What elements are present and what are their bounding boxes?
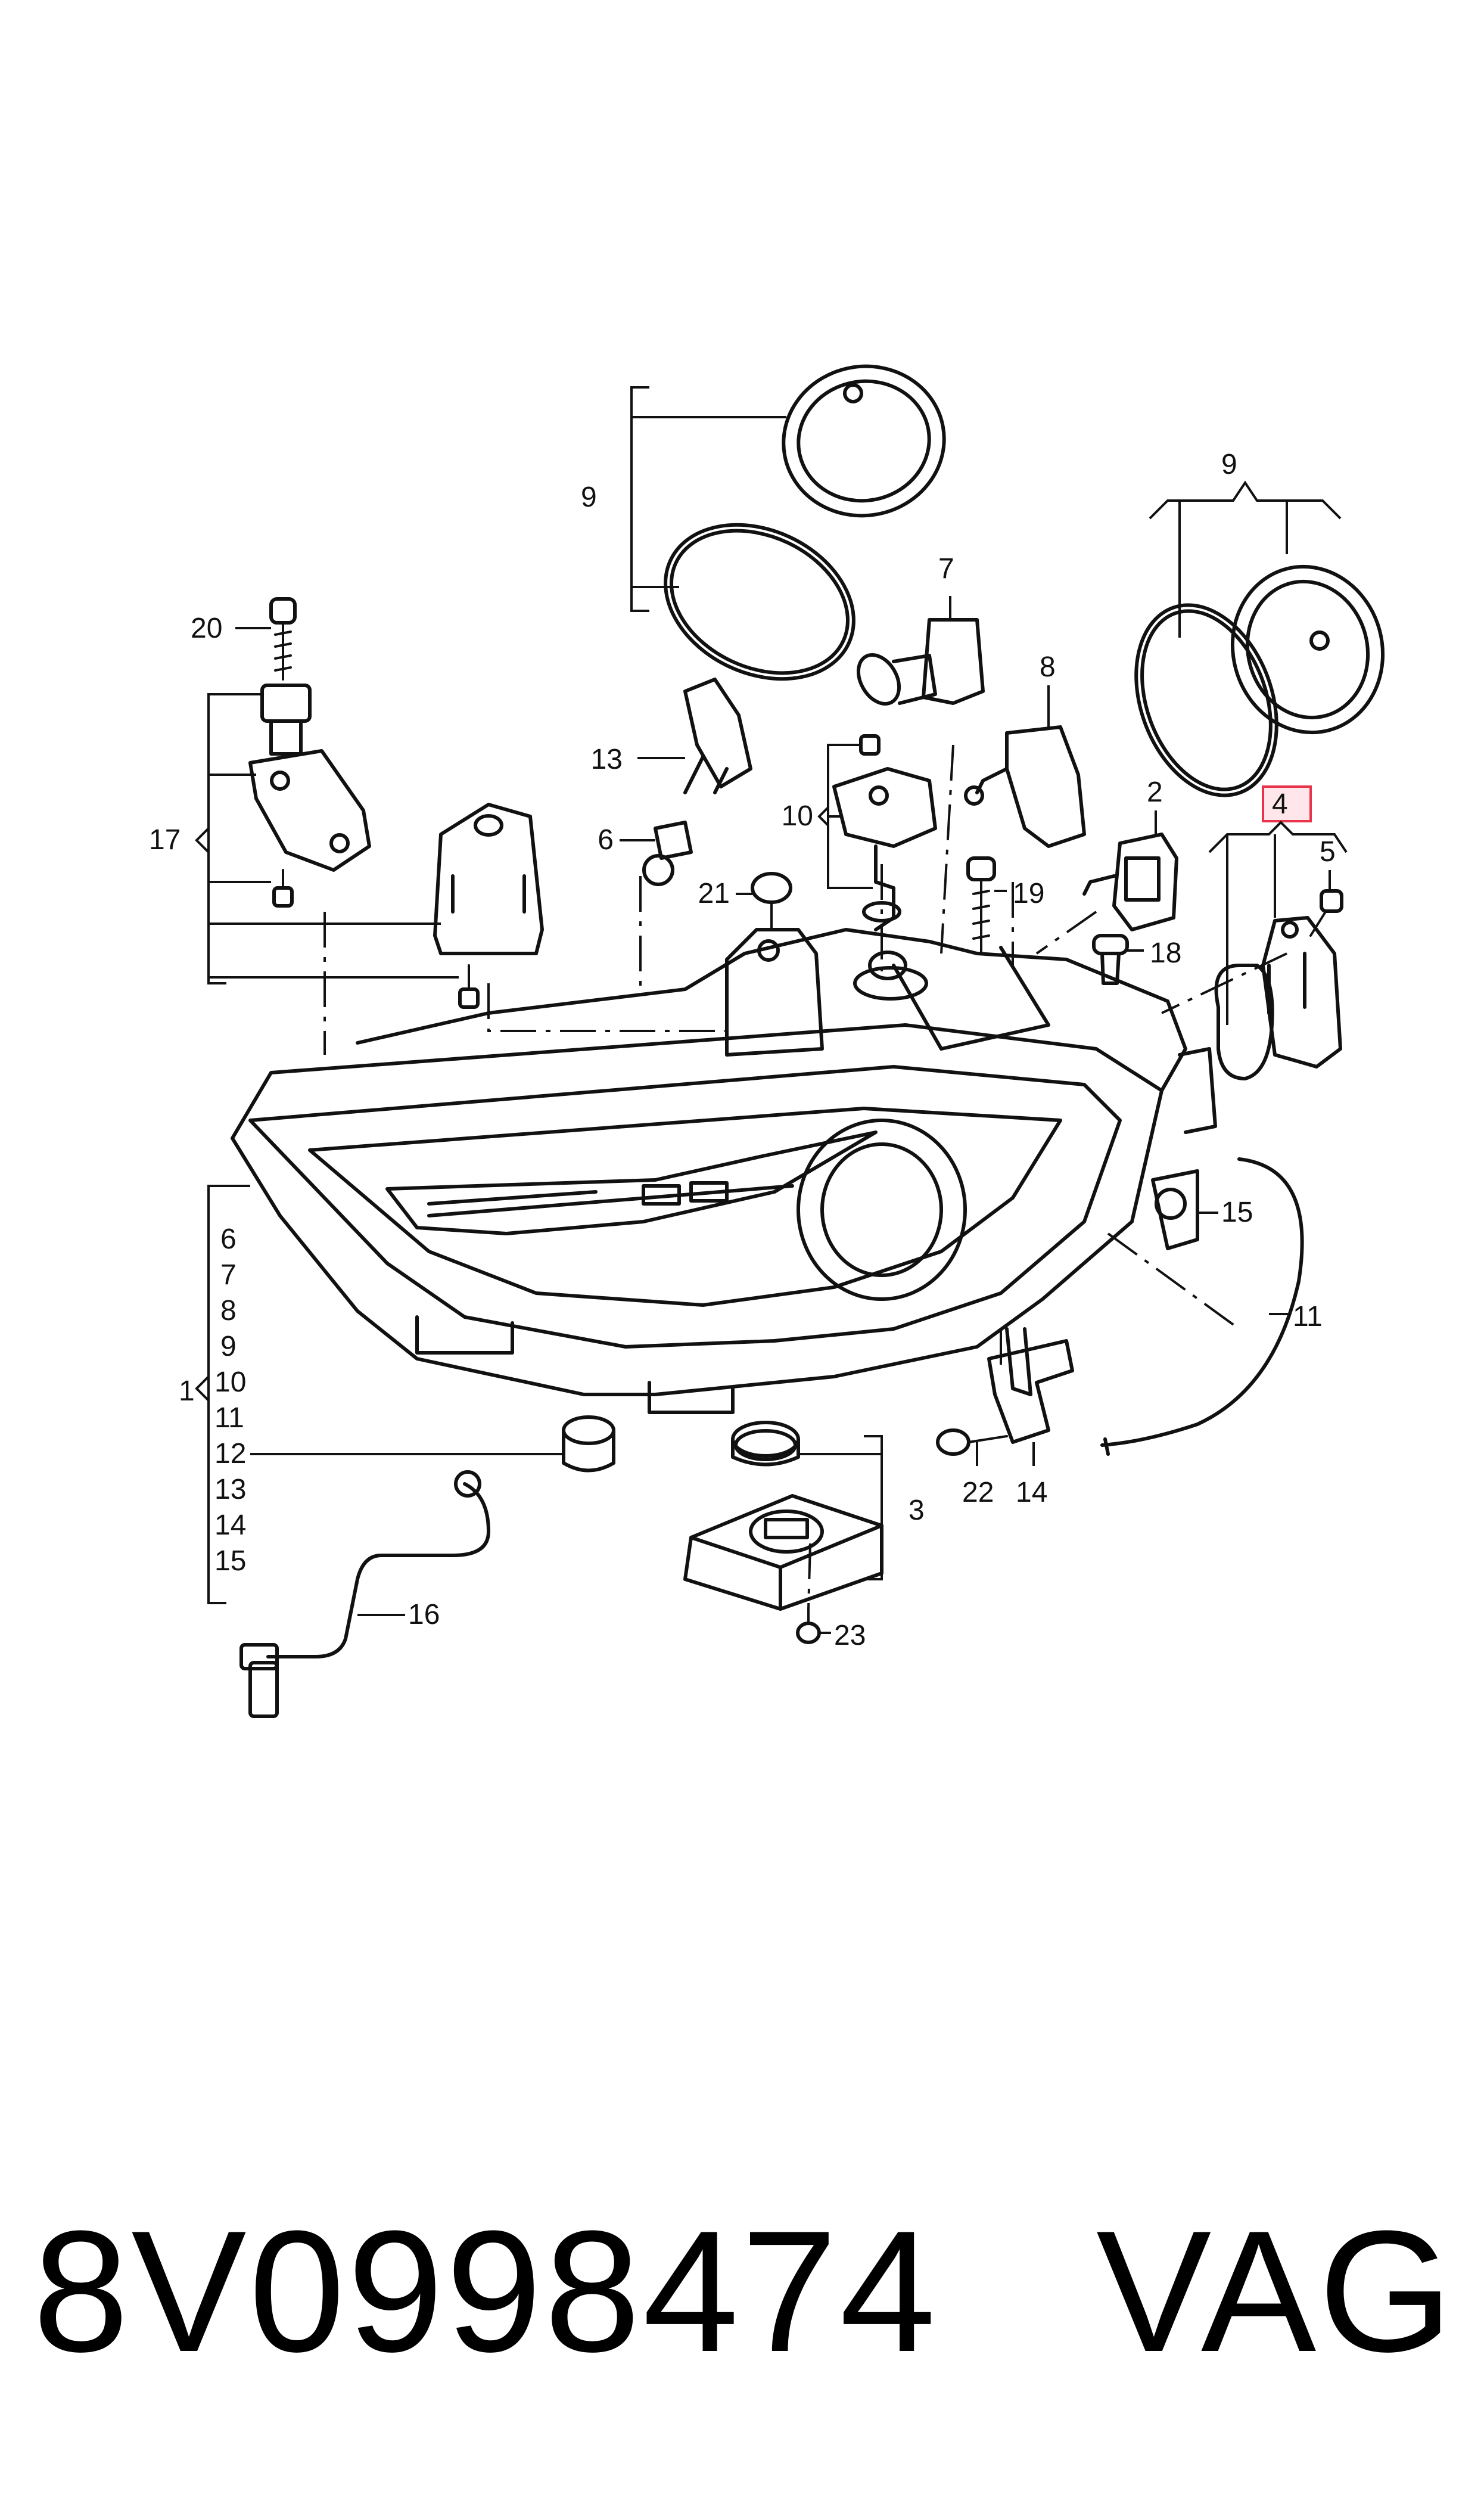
mounting-bracket-center	[725, 928, 824, 1057]
headlight-housing	[231, 928, 1217, 1414]
cover-4	[1214, 785, 1342, 1080]
callout-3: 3	[909, 1495, 925, 1526]
callout-4: 4	[1272, 788, 1288, 820]
screw-21	[751, 872, 792, 931]
ballast-3	[683, 1421, 883, 1611]
screw-5	[1309, 889, 1343, 937]
dash-dot-lines	[323, 744, 1287, 1610]
leveling-motor-10	[832, 734, 937, 1001]
group1-item: 7	[220, 1259, 237, 1291]
callout-21: 21	[698, 878, 730, 909]
callout-8: 8	[1040, 651, 1056, 683]
callout-9-left: 9	[581, 482, 597, 513]
callout-17: 17	[149, 824, 181, 856]
group1-item: 14	[214, 1509, 246, 1541]
callout-6: 6	[598, 824, 614, 856]
callout-1: 1	[179, 1375, 195, 1407]
grommet-12	[562, 1415, 615, 1473]
cover-cap-9-right	[1134, 564, 1385, 797]
callout-22: 22	[962, 1477, 994, 1508]
callout-11: 11	[1293, 1301, 1323, 1333]
bracket-17	[248, 684, 371, 872]
screw-small-left	[272, 869, 480, 1009]
mounting-bracket-left	[433, 803, 544, 955]
callout-15: 15	[1221, 1197, 1253, 1228]
group1-item: 9	[220, 1331, 237, 1362]
socket-13	[683, 678, 752, 794]
callout-23: 23	[834, 1620, 866, 1651]
group1-item: 15	[214, 1545, 246, 1577]
bulb-8	[964, 725, 1086, 848]
cover-cap-9-left	[664, 364, 946, 681]
clip-18	[1092, 934, 1129, 985]
screw-23	[796, 1608, 821, 1644]
callout-14: 14	[1016, 1477, 1047, 1508]
igniter-2	[1082, 833, 1178, 931]
bulb-7	[856, 618, 985, 706]
callout-7: 7	[938, 553, 954, 585]
group1-item: 10	[214, 1366, 246, 1398]
part-number: 8V0998474	[33, 2195, 938, 2388]
callout-5: 5	[1320, 836, 1336, 868]
group1-item: 11	[214, 1402, 244, 1434]
callout-10: 10	[782, 800, 813, 832]
group1-item: 8	[220, 1295, 237, 1327]
bulb-6	[642, 821, 693, 886]
cable-11	[1100, 1157, 1304, 1456]
group1-item: 6	[220, 1223, 237, 1255]
screw-22	[936, 1428, 1008, 1456]
screw-19	[966, 856, 996, 955]
clip-15	[1151, 1169, 1199, 1250]
callout-labels: 20 17 9 9 7 8 13 10 2 4 5 6 21 19 18 15 …	[149, 449, 1336, 1651]
callout-2: 2	[1147, 776, 1163, 808]
callout-13: 13	[591, 744, 623, 775]
clip-14	[987, 1339, 1074, 1444]
cable-16	[239, 1470, 490, 1718]
leader-lines	[195, 386, 1348, 1634]
group1-item: 13	[214, 1474, 246, 1505]
callout-9-right: 9	[1221, 449, 1237, 480]
group1-item: 12	[214, 1438, 246, 1470]
callout-18: 18	[1150, 937, 1181, 969]
callout-19: 19	[1013, 878, 1044, 909]
callout-16: 16	[408, 1599, 440, 1630]
brand-name: VAG	[1096, 2195, 1455, 2388]
screw-20	[269, 597, 297, 681]
callout-20: 20	[191, 613, 222, 644]
